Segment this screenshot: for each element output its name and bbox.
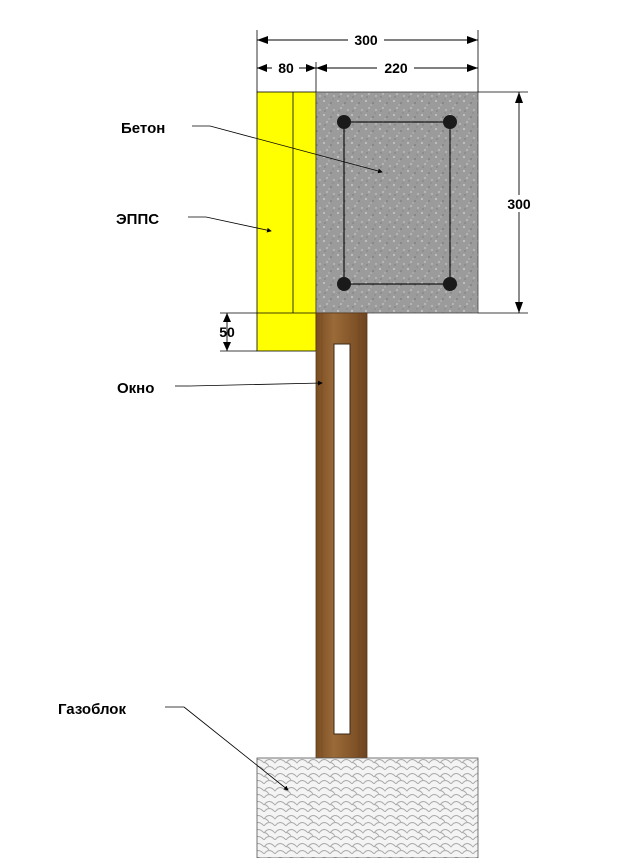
leader-gasblock [183,706,289,791]
dim-arrow-epps-right [306,64,316,72]
leader-epps [205,216,272,233]
gasblock-wall [256,757,479,858]
label-concrete: Бетон [121,120,165,137]
dim-arrow-height-bottom [515,302,523,313]
label-gasblock: Газоблок [58,701,126,718]
dim-bg-concrete [377,60,414,76]
rebar-bottom-left [337,277,351,291]
dim-bg-height [502,195,536,212]
label-epps: ЭППС [116,211,159,228]
rebar-cage [343,121,451,285]
dim-arrow-overhang-top [223,313,231,322]
dim-bg-total [348,31,384,48]
dim-arrow-total-left [257,36,268,44]
leader-window [189,380,323,387]
dim-bg-epps [272,60,299,76]
dim-height: 300 [507,196,531,212]
epps-insulation [256,91,317,352]
rebar-top-left [337,115,351,129]
dim-total-width: 300 [354,32,378,48]
dim-arrow-total-right [467,36,478,44]
dim-arrow-concrete-right [467,64,478,72]
window-glass [333,343,351,735]
leader-concrete [209,125,383,174]
dim-arrow-concrete-left [316,64,327,72]
dim-epps-width: 80 [278,60,294,76]
dim-arrow-epps-left [257,64,267,72]
rebar-bottom-right [443,277,457,291]
dim-overhang: 50 [219,324,235,340]
dim-concrete-width: 220 [384,60,408,76]
dim-arrow-overhang-bottom [223,342,231,351]
dim-arrow-height-top [515,92,523,103]
label-window: Окно [117,380,154,397]
rebar-top-right [443,115,457,129]
